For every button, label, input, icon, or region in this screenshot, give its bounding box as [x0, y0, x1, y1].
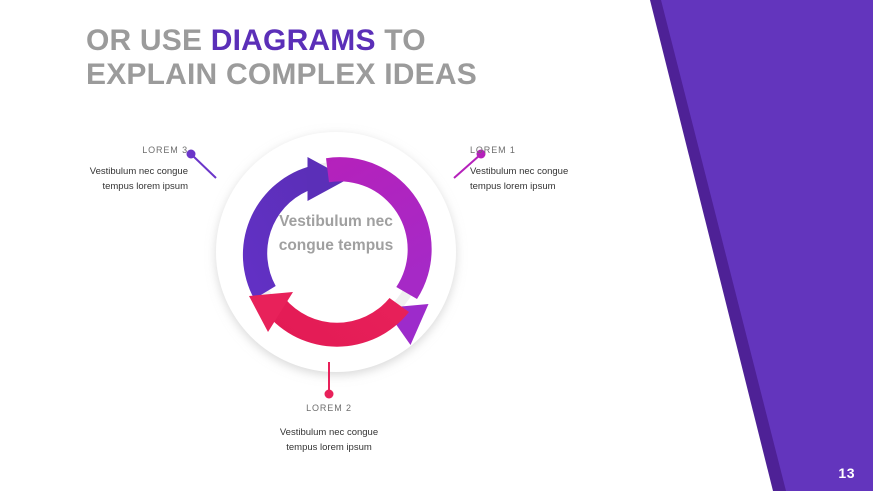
purple-shape-back [650, 0, 873, 491]
center-label-line-2: congue tempus [278, 237, 394, 254]
connector-right [453, 149, 486, 179]
callout-lorem-2-line-2: tempus lorem ipsum [286, 442, 372, 453]
title-line-2: EXPLAIN COMPLEX IDEAS [86, 58, 477, 91]
segment-pink[interactable] [249, 292, 409, 347]
callout-lorem-3-line-1: Vestibulum nec congue [89, 166, 188, 177]
page-title: OR USE DIAGRAMS TO EXPLAIN COMPLEX IDEAS [86, 24, 606, 92]
callout-lorem-1[interactable]: LOREM 1 Vestibulum nec congue tempus lor… [470, 145, 610, 194]
callout-lorem-3-line-2: tempus lorem ipsum [102, 181, 188, 192]
callout-lorem-2-kicker: LOREM 2 [306, 403, 352, 413]
page-number: 13 [838, 465, 855, 481]
ring-inner-disc [258, 172, 414, 328]
title-accent-word: DIAGRAMS [210, 24, 376, 57]
purple-shape-front [661, 0, 873, 491]
callout-lorem-1-body: Vestibulum nec congue tempus lorem ipsum [470, 164, 610, 194]
title-line-1-suffix: TO [375, 24, 426, 57]
title-line-1-prefix: OR USE [86, 24, 211, 57]
callout-lorem-2-body: Vestibulum nec congue tempus lorem ipsum [244, 425, 414, 455]
diagram-center-label: Vestibulum nec congue tempus [236, 210, 436, 258]
callout-lorem-3[interactable]: LOREM 3 Vestibulum nec congue tempus lor… [56, 145, 188, 194]
cycle-diagram: Vestibulum nec congue tempus [186, 100, 486, 400]
callout-lorem-1-line-1: Vestibulum nec congue [470, 166, 569, 177]
cycle-diagram-svg [186, 132, 486, 399]
callout-lorem-1-kicker: LOREM 1 [470, 145, 516, 155]
callout-lorem-2[interactable]: LOREM 2 Vestibulum nec congue tempus lor… [244, 403, 414, 455]
callout-lorem-2-line-1: Vestibulum nec congue [279, 427, 379, 438]
segment-purple[interactable] [242, 157, 348, 299]
connector-bottom [324, 362, 334, 399]
callout-lorem-1-line-2: tempus lorem ipsum [470, 181, 556, 192]
connector-left [186, 149, 217, 179]
center-label-line-1: Vestibulum nec [279, 213, 393, 230]
callout-lorem-3-kicker: LOREM 3 [142, 145, 188, 155]
callout-lorem-3-body: Vestibulum nec congue tempus lorem ipsum [56, 164, 188, 194]
title-line-1: OR USE DIAGRAMS TO [86, 24, 606, 58]
